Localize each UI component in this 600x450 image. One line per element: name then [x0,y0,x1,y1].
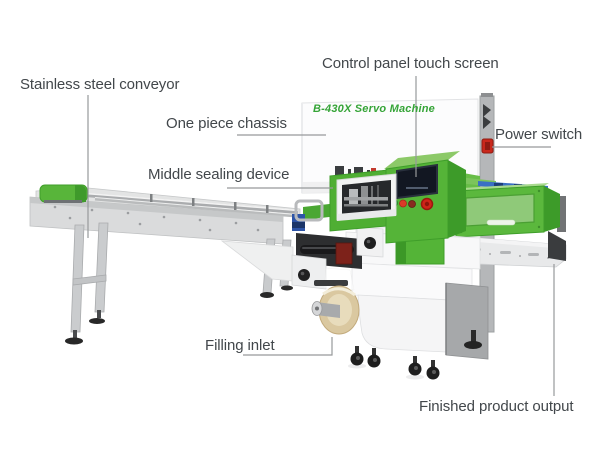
callout-filling-inlet: Filling inlet [205,337,275,354]
output-conveyor [451,177,567,268]
film-feeder [291,199,384,291]
touch-screen [396,163,438,200]
casters [348,346,440,380]
pedestal-base [345,224,489,380]
control-head [329,151,466,244]
machine-model-text: B-430X Servo Machine [313,103,435,115]
cover-handle [486,219,516,226]
sealing-device-window [336,173,397,221]
infeed-conveyor [29,184,301,345]
callout-control-panel-touch-screen: Control panel touch screen [322,55,499,72]
callout-power-switch: Power switch [495,126,583,143]
callout-middle-sealing-device: Middle sealing device [148,166,290,183]
callout-stainless-steel-conveyor: Stainless steel conveyor [20,76,180,93]
film-roll [311,285,360,335]
conveyor-drive-housing [39,184,88,203]
power-switch-device [481,138,494,154]
callout-finished-product-output: Finished product output [419,398,574,415]
leader-line-filling-inlet [243,337,333,356]
callout-one-piece-chassis: One piece chassis [166,115,287,132]
panel-bolts [53,205,260,232]
control-buttons [390,197,434,211]
